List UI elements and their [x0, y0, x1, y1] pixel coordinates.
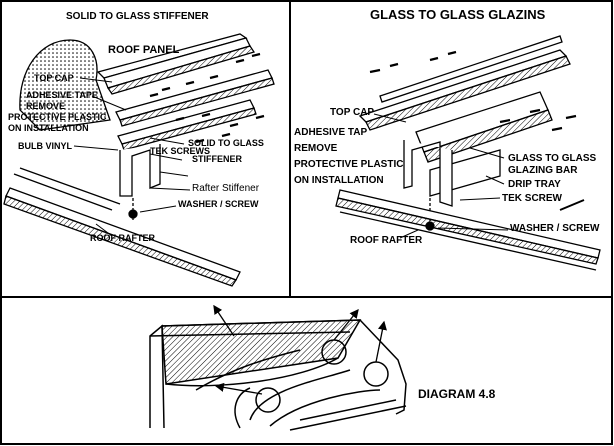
adhesive-tape-label: ADHESIVE TAPE	[26, 90, 98, 100]
left-panel-title: SOLID TO GLASS STIFFENER	[66, 11, 209, 22]
bulb-vinyl-label: BULB VINYL	[18, 141, 72, 151]
bottom-panel-drawing	[149, 304, 407, 431]
remove-label: REMOVE	[26, 101, 66, 111]
tek-screw-label: TEK SCREW	[502, 193, 562, 204]
glazing-bar-label: GLAZING BAR	[508, 165, 578, 176]
right-protective-plastic-label: PROTECTIVE PLASTIC	[294, 159, 404, 170]
glass-to-glass-label: GLASS TO GLASS	[508, 153, 597, 164]
diagram-caption: DIAGRAM 4.8	[418, 387, 496, 401]
right-washer-screw-label: WASHER / SCREW	[510, 223, 600, 234]
top-cap-label: TOP CAP	[34, 73, 74, 83]
porch-frame	[149, 324, 165, 429]
right-panel-title: GLASS TO GLASS GLAZINS	[370, 7, 546, 22]
rafter-stiffener-bracket	[119, 144, 161, 197]
detail-circle-3	[363, 361, 389, 387]
right-top-cap-label: TOP CAP	[330, 107, 375, 118]
left-washer-screw-label: WASHER / SCREW	[178, 199, 259, 209]
right-remove-label: REMOVE	[294, 143, 338, 154]
right-roof-rafter-label: ROOF RAFTER	[350, 235, 423, 246]
glazing-bracket	[403, 140, 453, 207]
left-panel-drawing	[3, 33, 275, 287]
roof-panel-shape	[19, 39, 111, 131]
adhesive-tap-label: ADHESIVE TAP	[294, 127, 368, 138]
left-roof-rafter-label: ROOF RAFTER	[90, 233, 155, 243]
rafter-stiffener-label: Rafter Stiffener	[192, 183, 260, 194]
solid-to-glass-label: SOLID TO GLASS	[188, 138, 264, 148]
protective-plastic-label: PROTECTIVE PLASTIC	[8, 112, 107, 122]
tek-screws-label: TEK SCREWS	[150, 146, 211, 156]
right-on-installation-label: ON INSTALLATION	[294, 175, 384, 186]
on-installation-label: ON INSTALLATION	[8, 123, 89, 133]
roof-panel-label: ROOF PANEL	[108, 44, 180, 56]
drip-tray-label: DRIP TRAY	[508, 179, 561, 190]
right-panel-drawing	[335, 35, 601, 271]
detail-circle-1	[255, 387, 281, 413]
roof-surface-shaded	[161, 319, 362, 385]
stiffener-label: STIFFENER	[192, 154, 243, 164]
